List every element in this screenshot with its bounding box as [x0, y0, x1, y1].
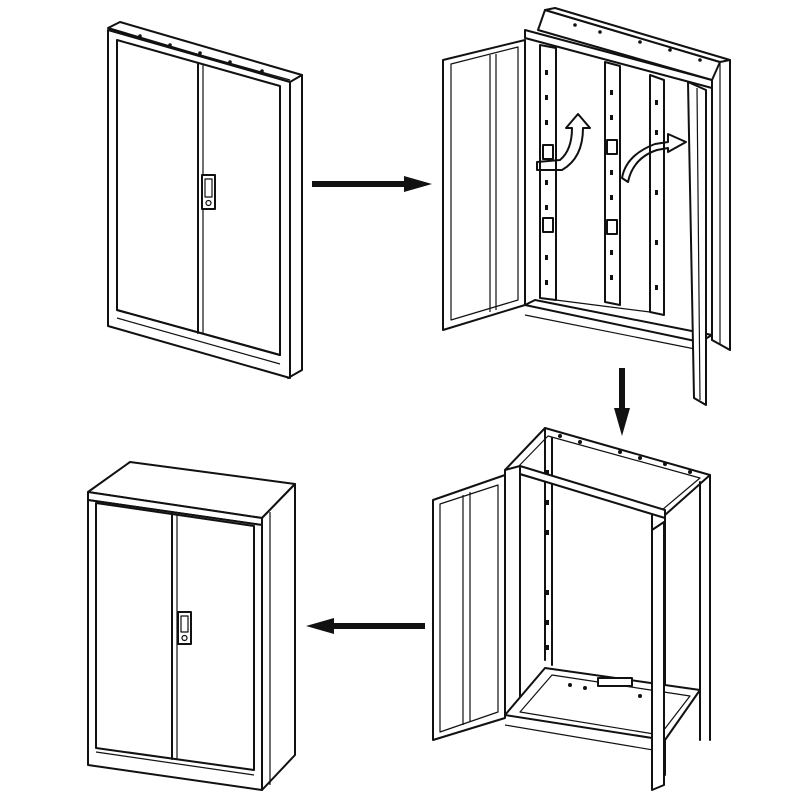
cabinet-doors [95, 502, 255, 771]
cabinet-handle [177, 611, 192, 645]
left-door [442, 39, 526, 331]
frame-left-door [432, 474, 506, 741]
cabinet-right-side [261, 483, 296, 791]
arrow-left [306, 618, 425, 634]
unfold-arrow-left [536, 113, 591, 171]
lock-icon [205, 199, 212, 207]
unfolded-frame-open-doors [432, 427, 711, 791]
bottom-base [524, 299, 713, 343]
frame-top-holes [558, 434, 692, 474]
arrow-right [312, 176, 432, 192]
latch-bottom-middle [606, 219, 618, 235]
rim-holes [138, 34, 264, 73]
upright-left [539, 44, 557, 301]
right-door [687, 81, 707, 406]
cabinet-lock-icon [181, 634, 188, 642]
front-left-upright [504, 465, 521, 716]
door-handle [201, 174, 216, 210]
arrow-down [614, 368, 630, 436]
frame-right-door [651, 521, 665, 791]
unfolding-frame [442, 7, 731, 406]
front-beam [519, 465, 666, 519]
latch-top-left [542, 144, 554, 160]
top-holes [573, 23, 702, 62]
latch-bottom-left [542, 217, 554, 233]
latch-top-middle [606, 139, 618, 155]
upright-slots [545, 70, 658, 290]
folded-cabinet [107, 21, 303, 379]
upright-middle [604, 61, 621, 306]
cabinet-body-front [87, 499, 263, 791]
bottom-latch [597, 677, 633, 687]
assembled-cabinet [87, 461, 296, 791]
unfold-arrow-right [621, 133, 687, 183]
